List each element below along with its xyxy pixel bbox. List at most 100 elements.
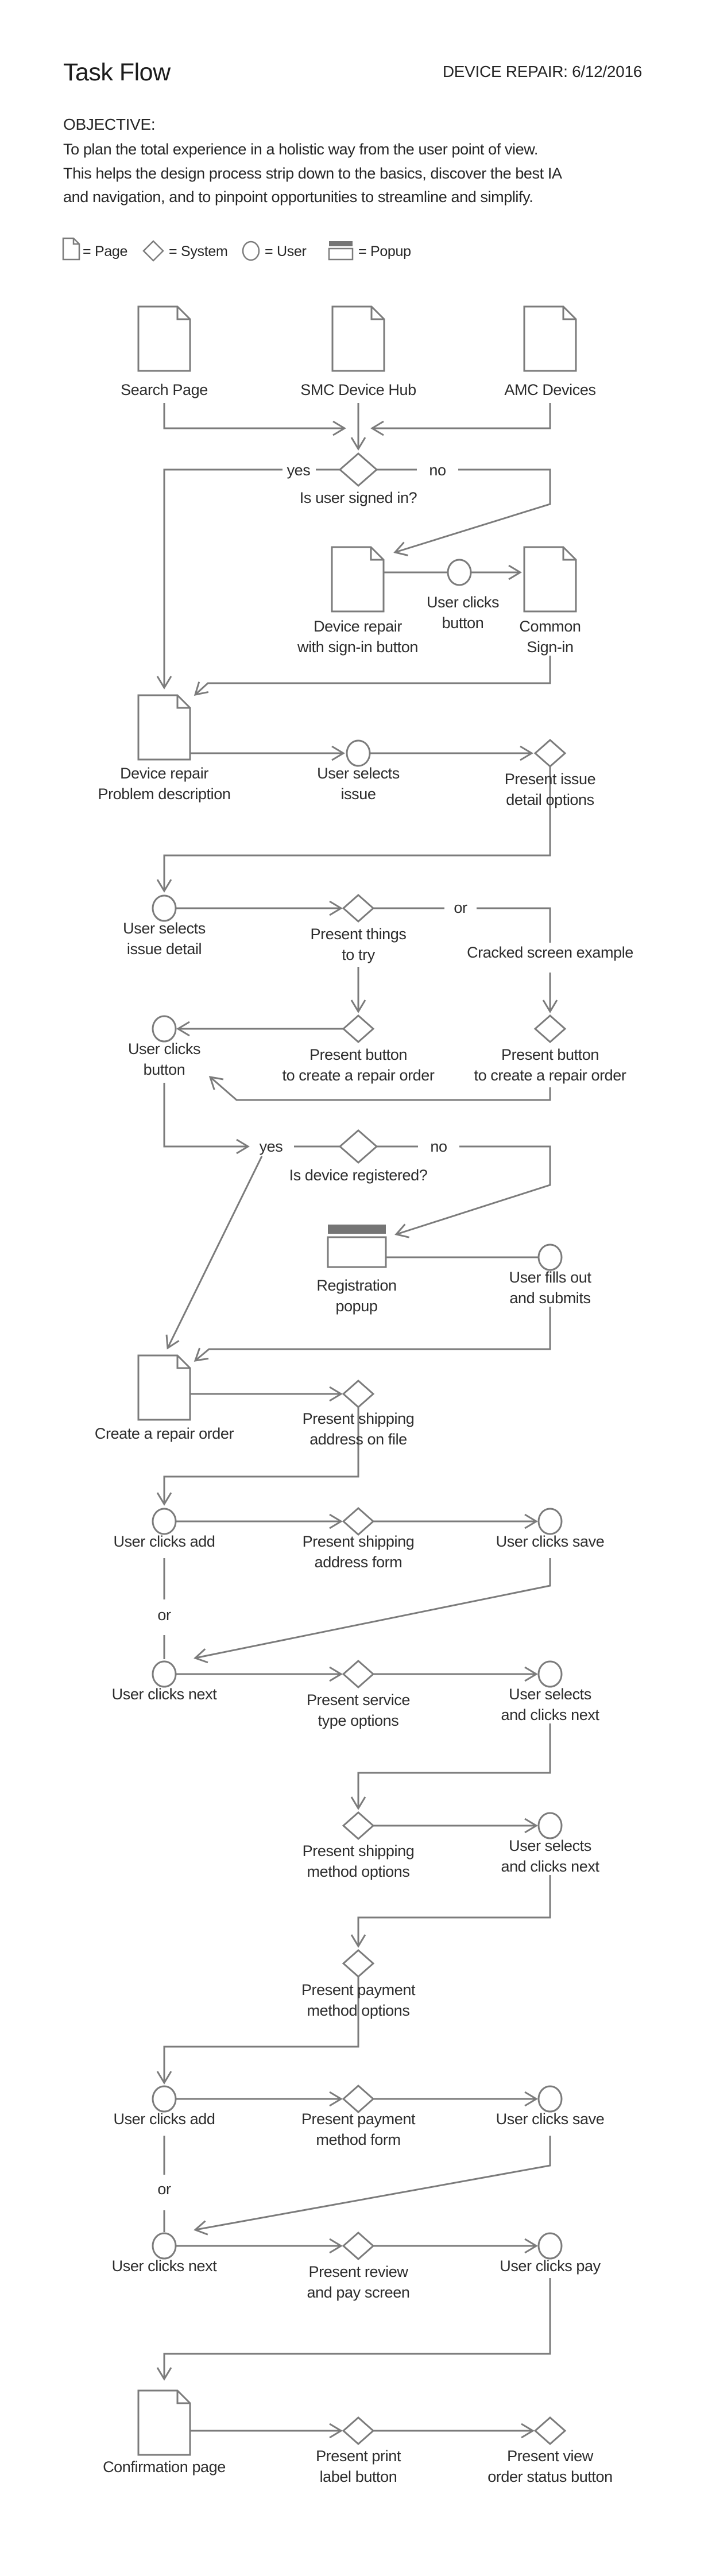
page-icon: [137, 694, 191, 761]
edge-payoptions-to-add: [156, 1977, 359, 2085]
node-label: Confirmation page: [103, 2458, 226, 2476]
page-icon-fold: [176, 1355, 190, 1369]
user-icon: [537, 1812, 563, 1839]
node-user-selects-clicks-next-service: User selects and clicks next: [501, 1660, 600, 1723]
page-icon: [523, 305, 577, 372]
system-icon: [342, 1379, 375, 1409]
node-label: and submits: [509, 1289, 590, 1307]
edge-save2-to-next: [194, 2136, 551, 2236]
node-is-device-registered: Is device registered?: [289, 1129, 428, 1184]
user-icon: [447, 559, 472, 586]
edge-clicks-to-registered: [163, 1083, 250, 1155]
edge-selects-to-payoptions: [350, 1875, 551, 1948]
node-label: User selects: [509, 1837, 591, 1854]
node-label: AMC Devices: [504, 381, 595, 398]
node-label: Present payment: [301, 1981, 416, 1998]
node-present-issue-detail-options: Present issue detail options: [505, 738, 596, 808]
node-label: Present things: [311, 925, 407, 943]
edge-yes2-to-createorder: [165, 1156, 263, 1350]
user-icon: [537, 2232, 563, 2260]
node-label: Device repair: [120, 765, 208, 782]
node-user-selects-issue: User selects issue: [317, 739, 400, 803]
page-title: Task Flow: [63, 59, 171, 86]
page-icon-fold: [562, 307, 576, 320]
node-label: Create a repair order: [95, 1425, 234, 1442]
node-label: button: [144, 1061, 185, 1078]
node-present-button-create-order-right: Present button to create a repair order: [474, 1014, 626, 1084]
node-label: and clicks next: [501, 1706, 599, 1723]
popup-icon: [327, 1236, 387, 1268]
system-icon: [342, 2231, 375, 2261]
node-user-clicks-next-review: User clicks next: [112, 2232, 218, 2275]
page-icon: [331, 546, 385, 613]
node-label: type options: [318, 1712, 399, 1729]
node-label: Present button: [309, 1046, 407, 1063]
node-label: User clicks save: [496, 1533, 605, 1550]
node-device-repair-signin: Device repair with sign-in button: [297, 546, 418, 656]
page-icon: [62, 237, 80, 261]
node-present-payment-method-form: Present payment method form: [301, 2084, 416, 2148]
node-search-page: Search Page: [121, 305, 208, 398]
node-label: User selects: [509, 1686, 591, 1703]
node-present-shipping-address-on-file: Present shipping address on file: [303, 1379, 415, 1448]
node-present-review-pay-screen: Present review and pay screen: [307, 2231, 410, 2301]
node-label: User clicks: [128, 1040, 200, 1057]
edge-selects-to-shipmethod: [350, 1723, 551, 1810]
edge-detailoptions-to-selectdetail: [156, 766, 551, 893]
node-smc-device-hub: SMC Device Hub: [300, 305, 416, 398]
edge-pay-to-confirmation: [156, 2278, 551, 2381]
node-label: Present service: [307, 1691, 410, 1709]
system-icon: [342, 1811, 375, 1841]
node-label: method form: [316, 2131, 400, 2148]
edge-no1-b: [393, 468, 551, 556]
objective-line: and navigation, and to pinpoint opportun…: [63, 188, 533, 206]
node-label: User selects: [123, 920, 206, 937]
legend-user-label: = User: [265, 243, 307, 259]
node-user-selects-clicks-next-shipping: User selects and clicks next: [501, 1812, 600, 1875]
edge-label-or: or: [454, 899, 467, 916]
node-present-button-create-order-mid: Present button to create a repair order: [282, 1014, 435, 1084]
node-label: issue detail: [127, 940, 202, 958]
node-create-repair-order: Create a repair order: [95, 1354, 234, 1442]
node-present-shipping-address-form: Present shipping address form: [303, 1506, 415, 1571]
user-icon: [537, 1508, 563, 1535]
node-user-fills-out: User fills out and submits: [509, 1244, 592, 1307]
system-icon: [342, 1659, 375, 1689]
node-label: to create a repair order: [282, 1067, 434, 1084]
node-label: to try: [342, 946, 376, 963]
edge-search-to-merge: [163, 403, 346, 436]
legend-system-label: = System: [169, 243, 228, 259]
edge-amc-to-merge: [370, 403, 551, 436]
node-user-clicks-pay: User clicks pay: [500, 2232, 601, 2275]
popup-icon: [328, 247, 354, 261]
system-icon: [342, 1506, 375, 1536]
user-icon: [537, 2085, 563, 2113]
project-date-label: DEVICE REPAIR: 6/12/2016: [443, 63, 642, 80]
popup-icon-header: [329, 241, 353, 246]
node-label: Present review: [309, 2263, 409, 2280]
node-present-shipping-method-options: Present shipping method options: [303, 1811, 415, 1880]
node-label: address form: [315, 1554, 403, 1571]
node-present-things-to-try: Present things to try: [311, 893, 407, 963]
user-icon: [152, 2085, 177, 2113]
page-icon: [331, 305, 385, 372]
edge-label-or: or: [157, 2180, 171, 2198]
node-label: Search Page: [121, 381, 208, 398]
user-icon: [152, 1660, 177, 1688]
node-label: Problem description: [98, 785, 230, 803]
node-label: and pay screen: [307, 2284, 409, 2301]
node-user-clicks-button-order: User clicks button: [128, 1015, 200, 1078]
user-icon: [152, 1508, 177, 1535]
edge-label-yes: yes: [287, 462, 311, 479]
node-label: Present print: [316, 2447, 401, 2465]
node-user-clicks-next-service: User clicks next: [112, 1660, 218, 1703]
node-label: Present shipping: [303, 1842, 415, 1860]
node-user-clicks-save-shipping: User clicks save: [496, 1508, 605, 1550]
edge-label-no: no: [429, 462, 446, 479]
objective-line: To plan the total experience in a holist…: [63, 141, 538, 158]
system-icon: [338, 452, 378, 487]
node-label: User clicks next: [112, 1686, 218, 1703]
node-label: address on file: [309, 1431, 407, 1448]
system-icon: [142, 240, 164, 262]
